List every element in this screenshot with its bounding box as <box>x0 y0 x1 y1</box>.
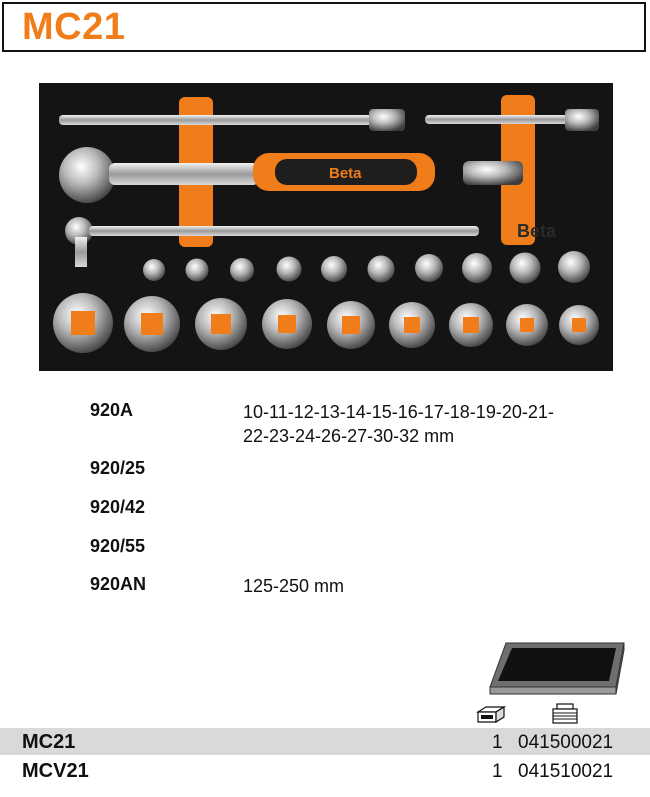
extension-bar-long <box>59 115 404 125</box>
tray-icon <box>489 642 625 695</box>
spec-code: 920A <box>90 400 134 420</box>
ratchet-head <box>59 147 115 203</box>
product-number: 041510021 <box>518 761 614 782</box>
product-name: MCV21 <box>22 760 89 782</box>
spec-code: 920/55 <box>90 536 146 556</box>
ratchet-shaft <box>109 163 259 185</box>
extension-bar-short <box>425 115 585 124</box>
page-title: MC21 <box>22 6 126 48</box>
title-box: MC21 <box>2 2 646 52</box>
spec-code: 920AN <box>90 574 147 594</box>
open-box-icon <box>475 705 507 724</box>
spec-description-line: 125-250 mm <box>243 576 345 596</box>
spec-description-line: 22-23-24-26-27-30-32 mm <box>243 426 455 446</box>
product-qty: 1 <box>492 732 503 753</box>
product-photo: Beta Beta <box>39 83 613 371</box>
large-sockets-row <box>53 293 599 353</box>
table-row: MCV21 1 041510021 <box>0 757 650 784</box>
handle-logo: Beta <box>329 165 362 182</box>
cabinet-icon <box>552 703 578 724</box>
foam-logo: Beta <box>517 221 557 241</box>
table-row: MC21 1 041500021 <box>0 728 650 755</box>
product-name: MC21 <box>22 731 76 753</box>
spec-description: 125-250 mm <box>243 574 344 598</box>
spec-code: 920/25 <box>90 458 146 478</box>
spec-code: 920/42 <box>90 497 146 517</box>
spec-description-line: 10-11-12-13-14-15-16-17-18-19-20-21- <box>243 402 554 422</box>
tbar-handle <box>89 226 479 236</box>
product-number: 041500021 <box>518 732 614 753</box>
spec-description: 10-11-12-13-14-15-16-17-18-19-20-21- 22-… <box>243 400 554 448</box>
small-sockets-row <box>143 251 590 284</box>
product-qty: 1 <box>492 761 503 782</box>
universal-joint <box>463 161 523 185</box>
